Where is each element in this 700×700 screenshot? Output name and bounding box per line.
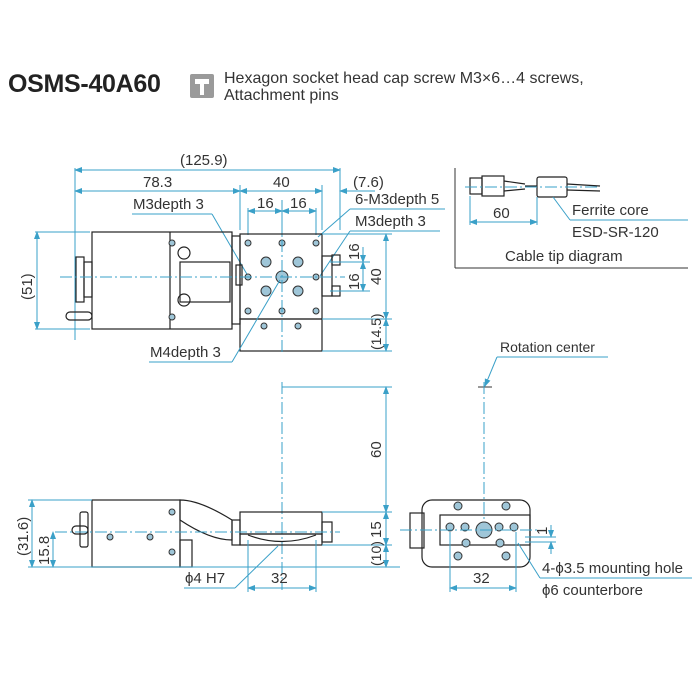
label-side-width: 40 bbox=[368, 268, 385, 285]
label-cable-caption: Cable tip diagram bbox=[505, 248, 623, 265]
description-line-2: Attachment pins bbox=[224, 87, 339, 104]
label-height-total: (51) bbox=[19, 273, 36, 300]
label-total-height: (31.6) bbox=[15, 517, 32, 556]
label-side-pitch-1: 16 bbox=[346, 243, 363, 260]
label-ferrite-model: ESD-SR-120 bbox=[572, 224, 659, 241]
label-center-height: 15.8 bbox=[36, 536, 53, 565]
label-counterbore: ϕ6 counterbore bbox=[542, 582, 643, 599]
top-view: (125.9) 78.3 40 (7.6) 16 16 M3depth 3 6-… bbox=[19, 152, 445, 363]
label-overhang: (7.6) bbox=[353, 174, 384, 191]
label-m4: M4depth 3 bbox=[150, 344, 221, 361]
label-bottom-offset: (14.5) bbox=[368, 313, 384, 350]
label-cable-length: 60 bbox=[493, 205, 510, 222]
label-stage-height: 15 bbox=[368, 521, 385, 538]
label-hole-pitch: 32 bbox=[473, 570, 490, 587]
label-rotation-distance: 60 bbox=[368, 441, 385, 458]
label-pin-diameter: ϕ4 H7 bbox=[185, 570, 225, 587]
label-mounting-hole: 4-ϕ3.5 mounting hole bbox=[542, 560, 683, 577]
screw-icon bbox=[190, 74, 214, 98]
label-m3-right: M3depth 3 bbox=[355, 213, 426, 230]
cable-tip-diagram: 60 Ferrite core ESD-SR-120 Cable tip dia… bbox=[454, 168, 688, 269]
label-6-m3: 6-M3depth 5 bbox=[355, 191, 439, 208]
side-view: (31.6) 15.8 15 (10) 32 ϕ4 H7 bbox=[15, 499, 400, 592]
description-line-1: Hexagon socket head cap screw M3×6…4 scr… bbox=[224, 70, 584, 87]
accessory-description: Hexagon socket head cap screw M3×6…4 scr… bbox=[224, 70, 584, 104]
label-offset: 1 bbox=[534, 527, 551, 535]
label-motor-length: 78.3 bbox=[143, 174, 172, 191]
label-pin-pitch: 32 bbox=[271, 570, 288, 587]
label-hole-pitch-2: 16 bbox=[290, 195, 307, 212]
front-view: 32 1 4-ϕ3.5 mounting hole ϕ6 counterbore bbox=[400, 499, 692, 599]
label-m3-left: M3depth 3 bbox=[133, 196, 204, 213]
label-base-height: (10) bbox=[368, 541, 384, 566]
label-stage-width: 40 bbox=[273, 174, 290, 191]
label-overall-length: (125.9) bbox=[180, 152, 228, 169]
model-title: OSMS-40A60 bbox=[8, 70, 161, 98]
label-side-pitch-2: 16 bbox=[346, 273, 363, 290]
label-ferrite-core: Ferrite core bbox=[572, 202, 649, 219]
label-rotation-center: Rotation center bbox=[500, 339, 595, 355]
rotation-center: Rotation center 60 bbox=[281, 339, 608, 590]
label-hole-pitch-1: 16 bbox=[257, 195, 274, 212]
